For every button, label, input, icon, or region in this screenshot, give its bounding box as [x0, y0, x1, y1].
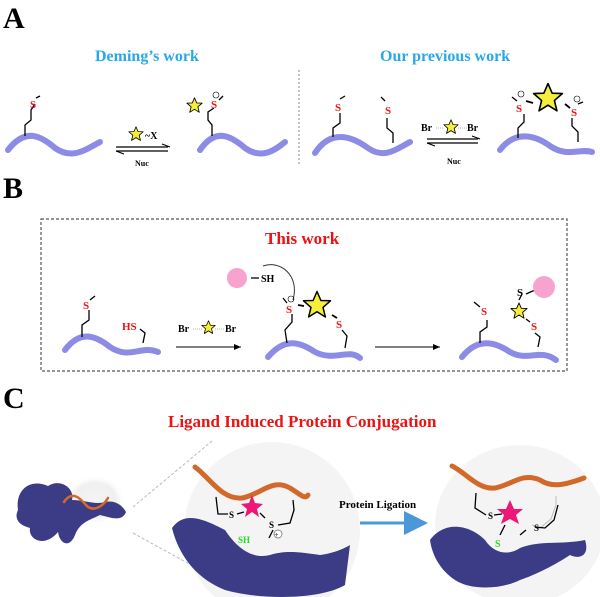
star-reagent-icon	[201, 320, 216, 334]
sulfonium-label: S	[516, 103, 522, 115]
pink-ball	[533, 276, 555, 298]
sulfur-label: S	[534, 523, 539, 533]
nuc-label: Nuc	[135, 159, 149, 168]
peptide-reactant-a2	[312, 95, 413, 156]
magenta-star-icon	[241, 495, 263, 517]
thioether-label-green: S	[495, 539, 501, 550]
zoom-line-top	[132, 440, 213, 508]
sulfur-label: S	[481, 306, 487, 318]
sulfur-label: S	[531, 321, 537, 333]
zoom-line-bottom	[132, 532, 223, 583]
sulfur-label: S	[385, 105, 391, 117]
sulfur-label: S	[30, 99, 36, 111]
star-icon	[302, 290, 332, 318]
thiol-label: HS	[122, 321, 137, 333]
protein-overview	[16, 483, 126, 544]
panel-letter-b: B	[3, 172, 24, 205]
previous-work-title: Our previous work	[380, 48, 511, 65]
this-work-title: This work	[265, 229, 340, 248]
nuc-label: Nuc	[447, 157, 461, 166]
reagent-br-right: Br	[225, 324, 237, 335]
peptide-intermediate-b	[265, 295, 363, 361]
zoom-view-before: +	[172, 442, 360, 597]
disulfide-label: S	[517, 287, 523, 299]
panel-letter-c: C	[3, 382, 25, 415]
sulfur-label: S	[229, 510, 234, 520]
sulfur-label: S	[83, 300, 89, 312]
demings-work-title: Deming’s work	[95, 48, 199, 65]
peptide-product-b	[459, 289, 559, 363]
reagent-br-left: Br	[421, 123, 433, 134]
peptide-reactant-a1	[5, 95, 103, 157]
star-reagent-icon	[443, 119, 459, 134]
stapled-peptide-product-a2	[497, 90, 595, 156]
star-icon	[510, 302, 528, 319]
protein-ligation-label: Protein Ligation	[339, 499, 416, 511]
sh-label-green: SH	[238, 535, 250, 545]
sh-label: SH	[261, 274, 275, 285]
svg-text:+: +	[275, 531, 279, 539]
reagent-br-left: Br	[178, 324, 190, 335]
panel-letter-a: A	[3, 2, 25, 35]
sulfonium-label: S	[571, 107, 577, 119]
pink-ball-thiol	[227, 268, 247, 288]
sulfur-label: S	[335, 102, 341, 114]
magenta-star-icon	[497, 500, 523, 524]
sulfonium-label: S	[211, 99, 217, 111]
sulfonium-label: S	[286, 304, 292, 316]
star-reagent-icon	[128, 126, 144, 141]
ligand-induced-title: Ligand Induced Protein Conjugation	[168, 412, 437, 431]
peptide-product-a1	[197, 91, 288, 157]
peptide-reactant-b	[62, 295, 161, 356]
star-icon	[186, 97, 203, 113]
equilibrium-arrows-a2	[426, 135, 481, 147]
sulfur-label: S	[488, 511, 493, 521]
reagent-x: ~X	[145, 131, 158, 142]
ligand-tube-small	[62, 494, 110, 510]
star-icon	[532, 82, 564, 112]
reagent-br-right: Br	[467, 123, 479, 134]
this-work-box	[40, 218, 568, 372]
equilibrium-arrows-a1	[115, 143, 171, 155]
sulfur-label: S	[336, 319, 342, 331]
sulfonium-label: S	[269, 520, 274, 530]
nucleophilic-attack-arrow	[262, 264, 295, 301]
